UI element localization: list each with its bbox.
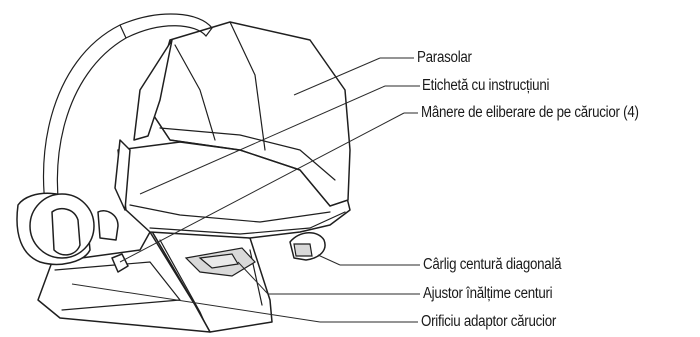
callout-manere: Mânere de eliberare de pe cărucior (4) — [421, 104, 639, 121]
leader-carlig — [317, 254, 341, 266]
handle-pivot — [16, 192, 119, 266]
harness-height-adjuster — [184, 247, 256, 277]
release-handle — [111, 253, 129, 273]
callout-parasolar: Parasolar — [417, 49, 472, 66]
leader-parasolar — [293, 57, 381, 96]
leader-ajustor — [237, 261, 269, 295]
callout-orificiu: Orificiu adaptor cărucior — [421, 313, 557, 330]
leader-eticheta — [139, 85, 386, 195]
leader-orificiu — [71, 283, 321, 323]
shoulder-belt-hook — [289, 232, 326, 261]
callout-eticheta: Etichetă cu instrucțiuni — [422, 77, 550, 94]
carry-handle — [42, 13, 213, 241]
leader-manere — [119, 112, 405, 263]
callout-carlig: Cârlig centură diagonală — [423, 256, 562, 273]
leader-lines — [71, 57, 420, 323]
callout-ajustor: Ajustor înălțime centuri — [423, 285, 553, 302]
